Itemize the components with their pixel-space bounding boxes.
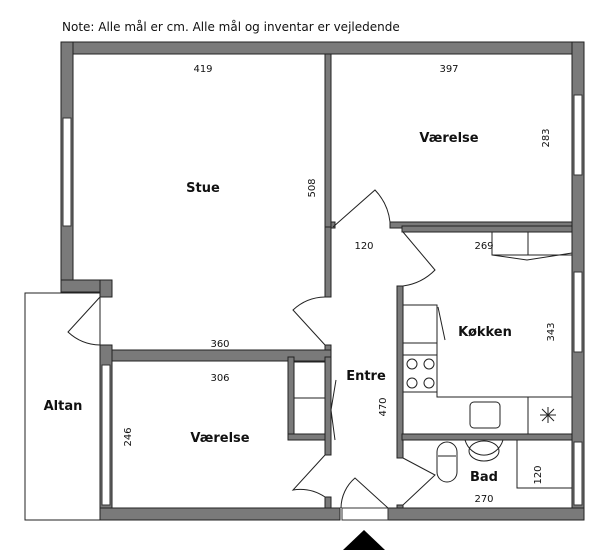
bath-fixtures xyxy=(436,439,572,489)
dim-vaerelse-top-width: 397 xyxy=(439,64,458,75)
dim-entre-width: 120 xyxy=(354,241,373,252)
dim-entre-depth: 470 xyxy=(378,397,389,416)
kitchen-fixtures xyxy=(403,232,573,434)
extractor-star-icon xyxy=(540,407,556,423)
room-label-koekken: Køkken xyxy=(458,325,512,340)
toilet-icon xyxy=(436,441,458,483)
note-text: Note: Alle mål er cm. Alle mål og invent… xyxy=(62,20,400,34)
room-label-stue: Stue xyxy=(186,181,220,196)
dim-vaerelse-top-depth: 283 xyxy=(541,128,552,147)
dim-vaerelse-bottom-width: 306 xyxy=(210,373,229,384)
dim-bad-shower: 120 xyxy=(533,465,544,484)
room-label-altan: Altan xyxy=(44,399,83,414)
dim-bad-width: 270 xyxy=(474,494,493,505)
dim-vaerelse-bottom-depth: 246 xyxy=(123,427,134,446)
dim-koekken-width: 269 xyxy=(474,241,493,252)
room-label-bad: Bad xyxy=(470,470,498,485)
room-label-vaerelse-bottom: Værelse xyxy=(190,431,249,446)
dim-stue-width: 419 xyxy=(193,64,212,75)
dim-stue-depth: 508 xyxy=(307,178,318,197)
sink-icon xyxy=(469,401,501,429)
room-label-entre: Entre xyxy=(346,369,386,384)
room-label-vaerelse-top: Værelse xyxy=(419,131,478,146)
stove-burner-icon xyxy=(406,358,418,370)
dim-koekken-depth: 343 xyxy=(546,322,557,341)
windows xyxy=(62,94,583,521)
dim-stue-bottom: 360 xyxy=(210,339,229,350)
washbasin-icon xyxy=(464,439,504,456)
doors xyxy=(67,189,436,509)
walls xyxy=(60,41,585,521)
entrance-arrow-icon xyxy=(343,530,385,550)
closet xyxy=(293,361,326,435)
